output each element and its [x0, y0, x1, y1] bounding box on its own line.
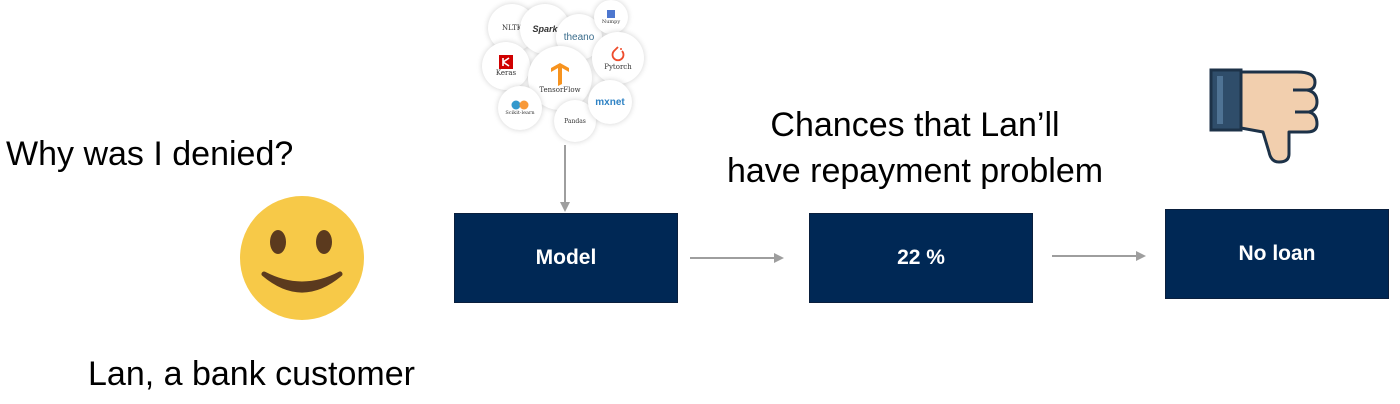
spark-label: Spark	[532, 24, 558, 34]
ml-libraries-cluster: NLTK Spark theano Numpy Keras TensorFlow…	[478, 0, 653, 142]
tensorflow-logo-icon	[551, 63, 569, 86]
sklearn-logo-icon	[511, 100, 529, 110]
customer-label: Lan, a bank customer	[88, 355, 415, 393]
thumbs-down-icon	[1209, 68, 1319, 164]
mxnet-label: mxnet	[595, 96, 625, 108]
library-keras: Keras	[482, 42, 530, 90]
smiley-face-icon	[240, 196, 364, 320]
chances-caption-line-1: Chances that Lan’ll	[770, 106, 1060, 144]
pandas-label: Pandas	[564, 117, 586, 125]
library-pytorch: Pytorch	[592, 32, 644, 84]
theano-label: theano	[563, 31, 595, 43]
keras-label: Keras	[495, 69, 517, 77]
pytorch-label: Pytorch	[604, 63, 632, 71]
library-mxnet: mxnet	[588, 80, 632, 124]
probability-box-label: 22 %	[897, 246, 945, 269]
chances-caption: Chances that Lan’ll have repayment probl…	[700, 102, 1130, 194]
library-sklearn: Scikit-learn	[498, 86, 542, 130]
chances-caption-line-2: have repayment problem	[726, 152, 1104, 190]
numpy-logo-icon	[607, 10, 615, 18]
pytorch-logo-icon	[611, 46, 625, 62]
result-box: No loan	[1165, 209, 1389, 299]
numpy-label: Numpy	[601, 19, 621, 25]
keras-logo-icon	[499, 55, 513, 69]
question-text: Why was I denied?	[6, 135, 294, 173]
probability-box: 22 %	[809, 213, 1033, 303]
tensorflow-label: TensorFlow	[539, 86, 581, 94]
result-box-label: No loan	[1238, 242, 1316, 265]
model-box: Model	[454, 213, 678, 303]
nltk-label: NLTK	[501, 24, 523, 32]
model-box-label: Model	[535, 246, 597, 269]
library-numpy: Numpy	[594, 0, 628, 34]
sklearn-label: Scikit-learn	[505, 110, 535, 116]
